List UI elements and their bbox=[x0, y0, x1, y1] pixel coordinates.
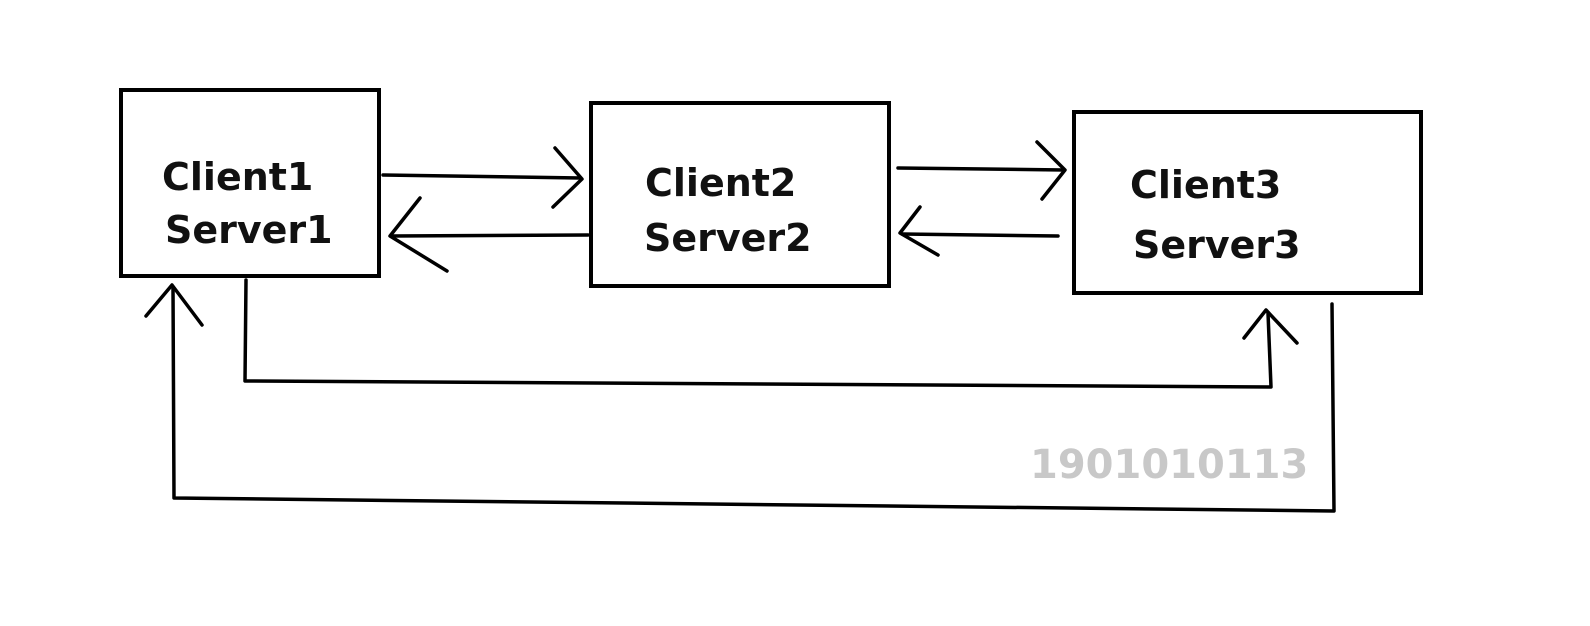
arrow-head bbox=[144, 283, 204, 327]
edge-node2-to-node3 bbox=[896, 140, 1067, 201]
node-client2-server2: Client2 Server2 bbox=[589, 101, 891, 288]
node-box bbox=[1072, 110, 1423, 295]
edge-line bbox=[896, 166, 1066, 172]
node-label-server: Server1 bbox=[165, 208, 333, 252]
node-label-client: Client1 bbox=[162, 155, 313, 199]
node-label-server: Server2 bbox=[644, 216, 812, 260]
watermark-id: 1901010113 bbox=[1030, 442, 1308, 488]
arrow-head bbox=[551, 146, 584, 209]
node-box bbox=[589, 101, 891, 288]
edge-node3-to-node2 bbox=[898, 205, 1060, 257]
arrow-head bbox=[388, 196, 449, 273]
edge-line bbox=[390, 233, 590, 238]
edge-line bbox=[381, 173, 582, 180]
arrow-head bbox=[898, 205, 940, 257]
edge-node2-to-node1 bbox=[388, 196, 590, 273]
edge-line bbox=[171, 285, 1336, 513]
edge-node1-to-node2 bbox=[381, 146, 584, 209]
edge-node3-to-node1 bbox=[144, 283, 1336, 513]
node-client1-server1: Client1 Server1 bbox=[119, 88, 381, 278]
node-box bbox=[119, 88, 381, 278]
arrow-head bbox=[1035, 140, 1067, 201]
node-label-client: Client2 bbox=[645, 161, 796, 205]
edge-line bbox=[900, 232, 1060, 238]
arrow-head bbox=[1242, 308, 1299, 345]
node-label-server: Server3 bbox=[1133, 223, 1301, 267]
edge-line bbox=[243, 278, 1273, 389]
node-label-client: Client3 bbox=[1130, 163, 1281, 207]
edge-node1-to-node3 bbox=[243, 278, 1299, 389]
node-client3-server3: Client3 Server3 bbox=[1072, 110, 1423, 295]
